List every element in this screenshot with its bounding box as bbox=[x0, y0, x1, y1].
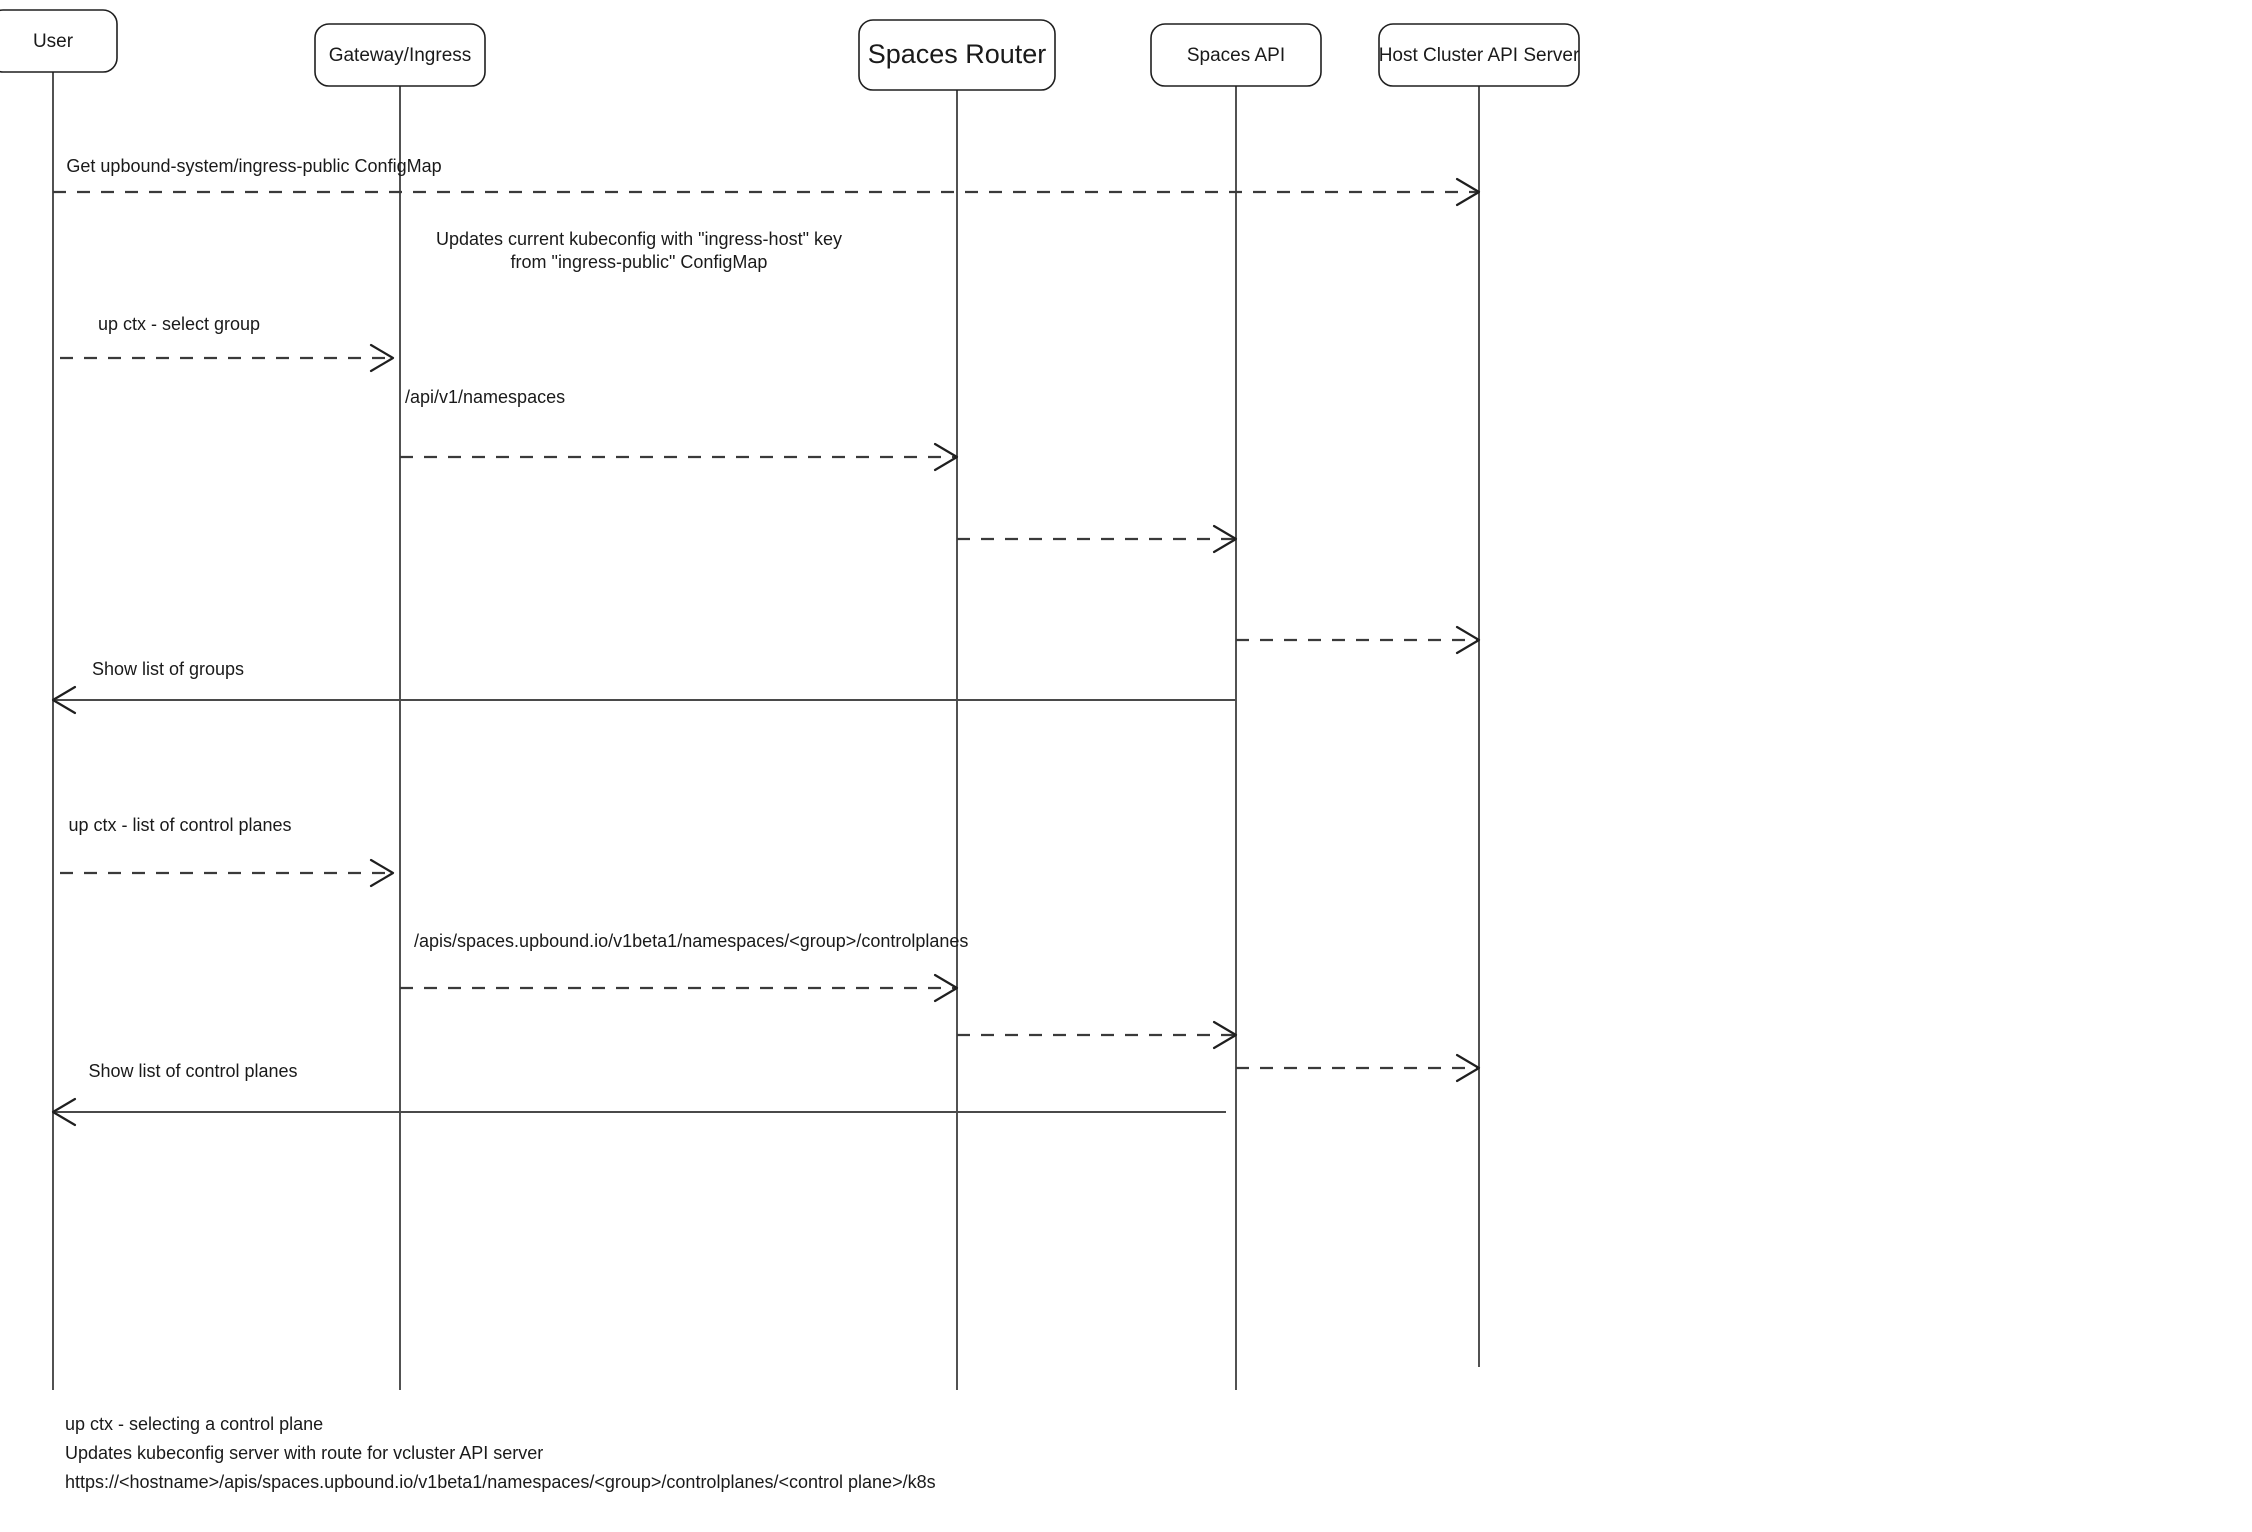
message-label-m6: Show list of groups bbox=[92, 659, 244, 679]
actor-router[interactable]: Spaces Router bbox=[858, 19, 1056, 91]
arrow-head-left-icon bbox=[51, 685, 77, 715]
message-label-m3: /api/v1/namespaces bbox=[405, 387, 565, 407]
actor-gateway[interactable]: Gateway/Ingress bbox=[314, 23, 486, 87]
message-m9[interactable] bbox=[957, 1020, 1238, 1050]
actor-box-spaces_api bbox=[1150, 23, 1322, 87]
arrow-head-right-icon bbox=[1455, 1053, 1481, 1083]
message-label-m11: Show list of control planes bbox=[88, 1061, 297, 1081]
message-m4[interactable] bbox=[957, 524, 1238, 554]
note-select-cp: up ctx - selecting a control plane bbox=[65, 1414, 323, 1434]
note-kubeconfig: Updates kubeconfig server with route for… bbox=[65, 1443, 543, 1463]
message-m1[interactable]: Get upbound-system/ingress-public Config… bbox=[53, 156, 1481, 207]
message-label-m8: /apis/spaces.upbound.io/v1beta1/namespac… bbox=[414, 931, 968, 951]
message-m6[interactable]: Show list of groups bbox=[51, 659, 1236, 715]
message-note1[interactable]: Updates current kubeconfig with "ingress… bbox=[436, 229, 842, 272]
actor-box-router bbox=[858, 19, 1056, 91]
message-m8[interactable]: /apis/spaces.upbound.io/v1beta1/namespac… bbox=[400, 931, 968, 1003]
arrow-head-right-icon bbox=[1212, 524, 1238, 554]
actor-label-user: User bbox=[33, 31, 74, 52]
actor-label-spaces_api: Spaces API bbox=[1187, 45, 1285, 66]
actor-spaces_api[interactable]: Spaces API bbox=[1150, 23, 1322, 87]
actor-box-host_api bbox=[1378, 23, 1580, 87]
arrow-head-right-icon bbox=[1455, 177, 1481, 207]
actor-label-gateway: Gateway/Ingress bbox=[329, 45, 472, 66]
message-note-line-note1-0: Updates current kubeconfig with "ingress… bbox=[436, 229, 842, 249]
actor-label-router: Spaces Router bbox=[868, 39, 1047, 69]
arrow-head-right-icon bbox=[369, 343, 395, 373]
messages-layer: Get upbound-system/ingress-public Config… bbox=[51, 156, 1481, 1127]
arrow-head-right-icon bbox=[933, 973, 959, 1003]
actor-box-gateway bbox=[314, 23, 486, 87]
lifelines-layer bbox=[52, 72, 1480, 1390]
message-note-line-note1-1: from "ingress-public" ConfigMap bbox=[511, 252, 768, 272]
arrow-head-right-icon bbox=[369, 858, 395, 888]
message-m11[interactable]: Show list of control planes bbox=[51, 1061, 1226, 1127]
message-m5[interactable] bbox=[1236, 625, 1481, 655]
actor-host_api[interactable]: Host Cluster API Server bbox=[1378, 23, 1580, 87]
message-m2[interactable]: up ctx - select group bbox=[60, 314, 395, 373]
actor-label-host_api: Host Cluster API Server bbox=[1379, 45, 1580, 66]
actor-user[interactable]: User bbox=[0, 9, 118, 73]
arrow-head-right-icon bbox=[1212, 1020, 1238, 1050]
arrow-head-right-icon bbox=[1455, 625, 1481, 655]
actor-box-user bbox=[0, 9, 118, 73]
message-label-m1: Get upbound-system/ingress-public Config… bbox=[66, 156, 441, 176]
footer-notes-layer: up ctx - selecting a control planeUpdate… bbox=[65, 1414, 936, 1492]
arrow-head-right-icon bbox=[933, 442, 959, 472]
message-m10[interactable] bbox=[1236, 1053, 1481, 1083]
note-url: https://<hostname>/apis/spaces.upbound.i… bbox=[65, 1472, 936, 1492]
message-m3[interactable]: /api/v1/namespaces bbox=[400, 387, 959, 472]
message-label-m7: up ctx - list of control planes bbox=[68, 815, 291, 835]
arrow-head-left-icon bbox=[51, 1097, 77, 1127]
message-m7[interactable]: up ctx - list of control planes bbox=[60, 815, 395, 888]
message-label-m2: up ctx - select group bbox=[98, 314, 260, 334]
